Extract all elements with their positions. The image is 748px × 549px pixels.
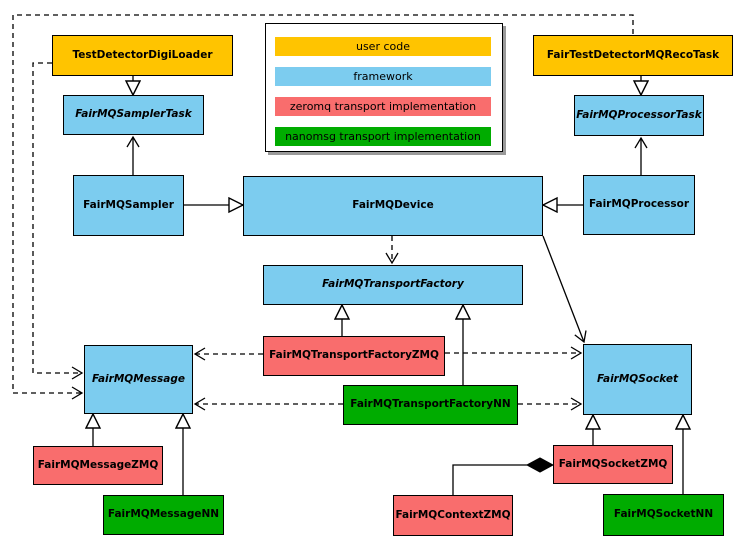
node-fairmqmessagezmq: FairMQMessageZMQ	[33, 446, 163, 485]
node-fairmqmessage: FairMQMessage	[84, 345, 193, 414]
edge-association-fairmqdevice-fairmqsocket	[542, 235, 587, 344]
node-fairtestdetectormqrecotask: FairTestDetectorMQRecoTask	[533, 35, 733, 76]
node-fairmqsamplertask: FairMQSamplerTask	[63, 95, 204, 135]
node-fairmqsocketzmq: FairMQSocketZMQ	[553, 445, 673, 484]
node-testdetectordigiloader: TestDetectorDigiLoader	[52, 35, 233, 76]
node-fairmqsocket: FairMQSocket	[583, 344, 692, 415]
composition-diamond-icon	[525, 457, 555, 473]
edge-composition-contextzmq-socketzmq	[452, 464, 527, 495]
node-fairmqcontextzmq: FairMQContextZMQ	[393, 495, 513, 536]
node-fairmqtransportfactory: FairMQTransportFactory	[263, 265, 523, 305]
node-fairmqtransportfactorynn: FairMQTransportFactoryNN	[343, 385, 518, 425]
legend-item-nanomsg: nanomsg transport implementation	[275, 127, 491, 146]
node-fairmqprocessortask: FairMQProcessorTask	[574, 95, 704, 136]
node-fairmqdevice: FairMQDevice	[243, 176, 543, 236]
node-fairmqtransportfactoryzmq: FairMQTransportFactoryZMQ	[263, 336, 445, 376]
edge-dependency-fairtestdetectormqrecotask-message	[12, 14, 634, 400]
legend: user code framework zeromq transport imp…	[265, 23, 503, 152]
node-fairmqprocessor: FairMQProcessor	[583, 175, 695, 235]
node-fairmqsampler: FairMQSampler	[73, 175, 184, 236]
node-fairmqmessagenn: FairMQMessageNN	[103, 495, 224, 535]
node-fairmqsocketnn: FairMQSocketNN	[603, 494, 724, 536]
legend-item-framework: framework	[275, 67, 491, 86]
edge-dependency-testdetectordigiloader-message	[32, 62, 84, 380]
legend-item-user-code: user code	[275, 37, 491, 56]
legend-item-zeromq: zeromq transport implementation	[275, 97, 491, 116]
